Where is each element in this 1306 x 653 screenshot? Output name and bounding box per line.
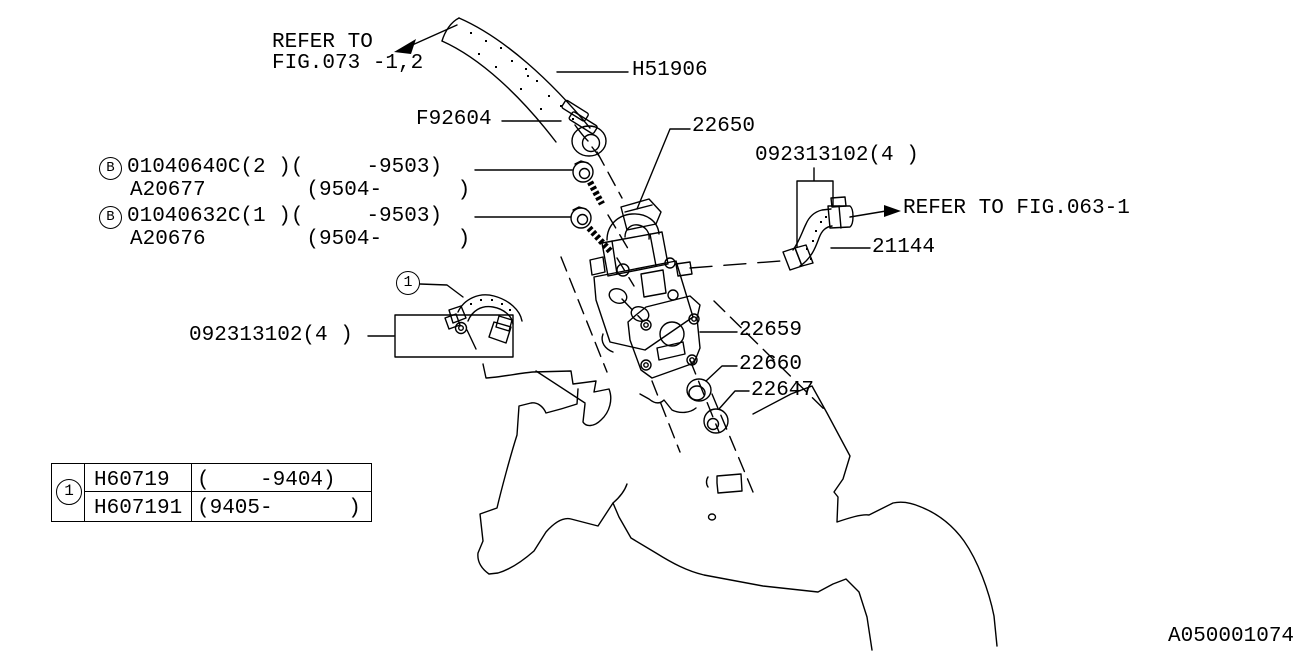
valve-22650-drawing [589, 198, 694, 353]
table-divider-vertical-1 [84, 464, 85, 521]
circled-b-marker-1: B [99, 157, 122, 180]
arrowhead-refer-right [884, 205, 901, 217]
part-label-22660: 22660 [739, 353, 803, 376]
part-label-h51906: H51906 [632, 59, 708, 82]
part-label-bolt1-current: 01040640C(2 )( -9503) [127, 156, 443, 179]
clamp-f92604-drawing [561, 99, 598, 135]
part-label-bolt2-current: 01040632C(1 )( -9503) [127, 205, 443, 228]
table-divider-horizontal [84, 491, 371, 492]
part-label-22650: 22650 [692, 115, 756, 138]
diagram-id: A050001074 [1168, 625, 1295, 648]
hose-h51906-drawing [441, 17, 607, 157]
refer-note-top-line2: FIG.073 -1,2 [272, 52, 424, 75]
table-cell-part-row1: H60719 [94, 469, 170, 492]
gasket-22659-drawing [627, 295, 701, 379]
circled-one-marker: 1 [396, 271, 420, 295]
refer-note-top-line1: REFER TO [272, 31, 373, 54]
table-cell-range-row2: (9405- ) [197, 497, 361, 520]
part-label-f92604: F92604 [416, 108, 492, 131]
elbow-hose-21144-drawing [782, 167, 854, 271]
applicability-table: 1 H60719 ( -9404) H607191 (9405- ) [51, 463, 372, 522]
table-cell-part-row2: H607191 [94, 497, 183, 520]
axis-dashed-lines [560, 151, 828, 493]
small-hose-drawing [394, 294, 523, 358]
circled-b-marker-2: B [99, 206, 122, 229]
refer-note-right: REFER TO FIG.063-1 [903, 197, 1130, 220]
part-label-21144: 21144 [872, 236, 936, 259]
part-label-bolt1-prev: A20677 (9504- ) [130, 179, 471, 202]
part-label-bolt2-prev: A20676 (9504- ) [130, 228, 471, 251]
table-divider-vertical-2 [191, 464, 192, 521]
part-label-22647: 22647 [751, 379, 815, 402]
part-label-22659: 22659 [739, 319, 803, 342]
arrowhead-refer-top [394, 39, 416, 54]
part-label-clamp-elbow-hose: 092313102(4 ) [755, 144, 919, 167]
leader-lines [367, 24, 901, 410]
engine-block-outline [477, 363, 998, 651]
part-label-clamp-small-hose: 092313102(4 ) [189, 324, 353, 347]
table-cell-range-row1: ( -9404) [197, 469, 336, 492]
grommet-22647-drawing [703, 408, 729, 434]
bolt-drawings [570, 160, 614, 255]
ring-22660-drawing [686, 378, 712, 402]
table-circled-one-marker: 1 [56, 479, 82, 505]
